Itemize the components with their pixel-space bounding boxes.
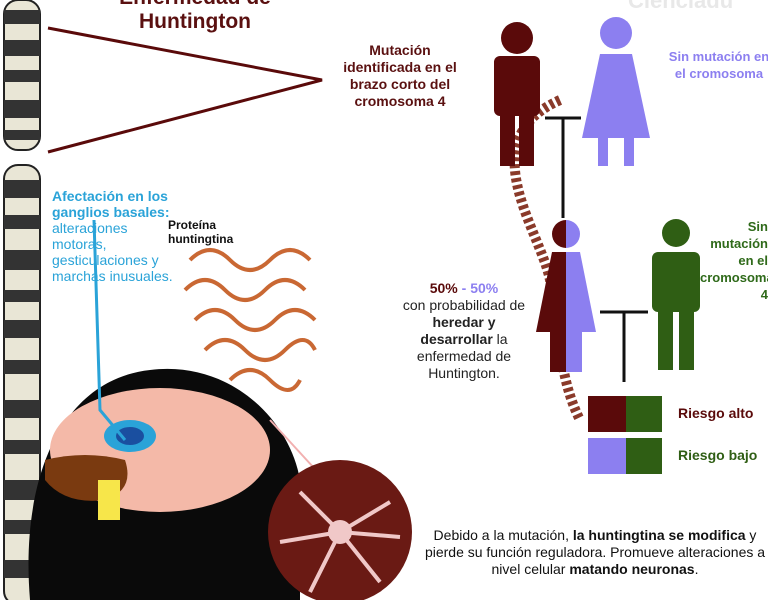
risk-low-swatch (588, 438, 662, 474)
bottom-caption: Debido a la mutación, la huntingtina se … (420, 527, 768, 578)
page-title: Enfermedad de Huntington (119, 0, 271, 33)
neuron-image (268, 460, 412, 600)
mutation-label: Mutación identificada en el brazo corto … (343, 42, 457, 109)
dna-helix (509, 95, 585, 423)
caption-bold-1: la huntingtina se modifica (572, 527, 746, 543)
probability-text: 50% - 50% con probabilidad de heredar y … (398, 280, 530, 382)
pointer-lines (47, 26, 323, 154)
couple-connector (545, 116, 581, 218)
pct-sep: - (457, 280, 471, 296)
caption-1: Debido a la mutación, (433, 527, 573, 543)
partner-label: Sin mutación en el cromosoma 4 (700, 219, 768, 302)
prob-text-2: la enfermedad de Huntington. (416, 331, 512, 381)
protein-label: Proteína huntingtina (168, 218, 234, 246)
caption-3: . (694, 561, 699, 577)
basal-heading: Afectación en los ganglios basales: (52, 188, 170, 220)
basal-ganglia-text: Afectación en los ganglios basales:alter… (52, 188, 182, 284)
pct-affected: 50% (429, 280, 458, 296)
mother-label: Sin mutación en el cromosoma (668, 49, 768, 81)
prob-bold: heredar y desarrollar (420, 314, 496, 347)
risk-low-label: Riesgo bajo (678, 447, 758, 463)
caption-bold-2: matando neuronas (569, 561, 695, 577)
chromosome (3, 0, 41, 600)
basal-text: alteraciones motoras, gesticulaciones y … (52, 220, 173, 284)
head-silhouette (28, 219, 320, 600)
protein-structure (183, 248, 317, 392)
caption-2: y pierde su función reguladora. Promueve… (424, 527, 766, 577)
risk-high-swatch (588, 396, 662, 432)
child-partner-connector (600, 310, 648, 382)
partner-figure (652, 219, 700, 370)
pct-unaffected: 50% (470, 280, 499, 296)
father-figure (494, 22, 540, 166)
watermark: Cienciadu (628, 0, 734, 13)
mother-figure (582, 17, 650, 166)
child-figure (536, 220, 596, 372)
risk-high-label: Riesgo alto (678, 405, 754, 421)
prob-text-1: con probabilidad de (402, 297, 526, 313)
